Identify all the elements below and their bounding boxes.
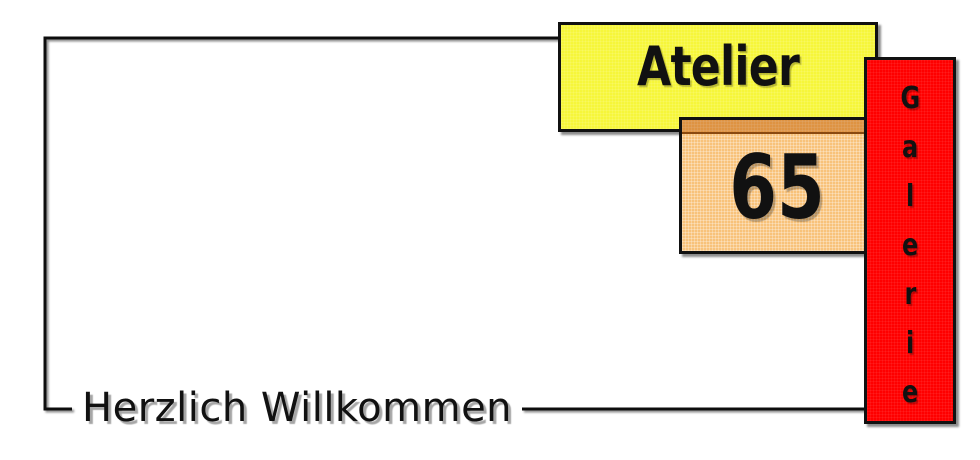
- welcome-text: Herzlich Willkommen: [82, 385, 513, 431]
- galerie-box: G a l e r i e: [864, 57, 956, 424]
- galerie-letter: e: [901, 375, 919, 410]
- galerie-letter: r: [904, 277, 916, 312]
- atelier-box: Atelier: [558, 22, 878, 132]
- galerie-letter: G: [900, 81, 920, 116]
- galerie-letter: a: [901, 130, 919, 165]
- galerie-letter: e: [901, 228, 919, 263]
- galerie-vertical-text: G a l e r i e: [867, 74, 953, 417]
- number-box-band: [682, 120, 872, 134]
- galerie-letter: i: [905, 326, 915, 361]
- atelier-title: Atelier: [637, 35, 800, 98]
- number-box: 65: [679, 117, 875, 254]
- number-title: 65: [729, 136, 825, 239]
- galerie-letter: l: [905, 179, 915, 214]
